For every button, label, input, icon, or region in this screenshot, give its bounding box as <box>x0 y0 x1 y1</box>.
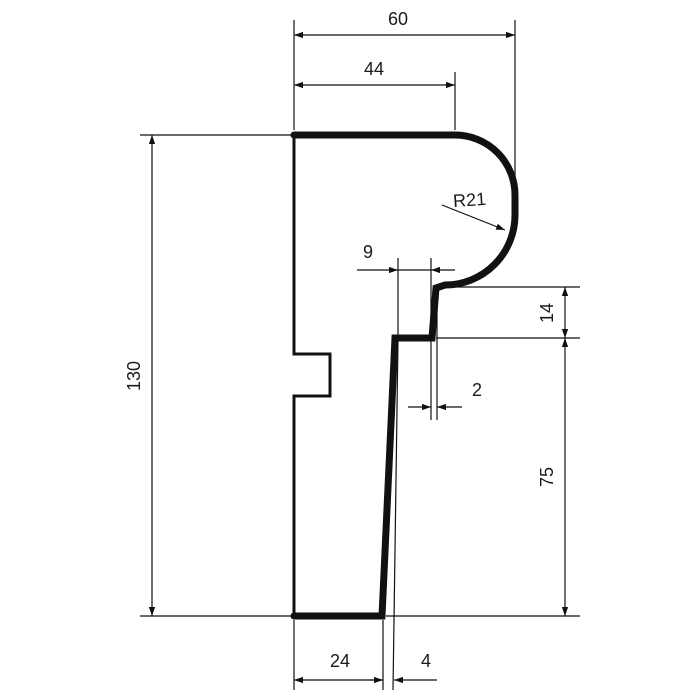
dim-label-44: 44 <box>364 59 384 79</box>
profile-outline-thin <box>292 135 332 616</box>
dim-label-60: 60 <box>388 9 408 29</box>
profile-outline-thick <box>290 131 519 620</box>
top-edge-and-radius <box>290 131 519 620</box>
dim-label-14: 14 <box>537 303 557 323</box>
dim-label-9: 9 <box>363 242 373 262</box>
dim-label-4: 4 <box>421 651 431 671</box>
dim-label-radius: R21 <box>452 189 486 211</box>
dim-label-24: 24 <box>330 651 350 671</box>
dimension-labels: 60 44 R21 9 14 2 130 75 24 4 <box>124 9 557 671</box>
dim-label-2: 2 <box>472 380 482 400</box>
ext-bottom-4-vertical <box>392 339 399 691</box>
left-edge-with-notch <box>292 135 332 616</box>
dim-line-radius <box>441 204 506 231</box>
extension-lines <box>140 20 580 691</box>
dim-label-75: 75 <box>537 467 557 487</box>
dimension-lines <box>148 31 569 684</box>
dim-label-130: 130 <box>124 361 144 391</box>
